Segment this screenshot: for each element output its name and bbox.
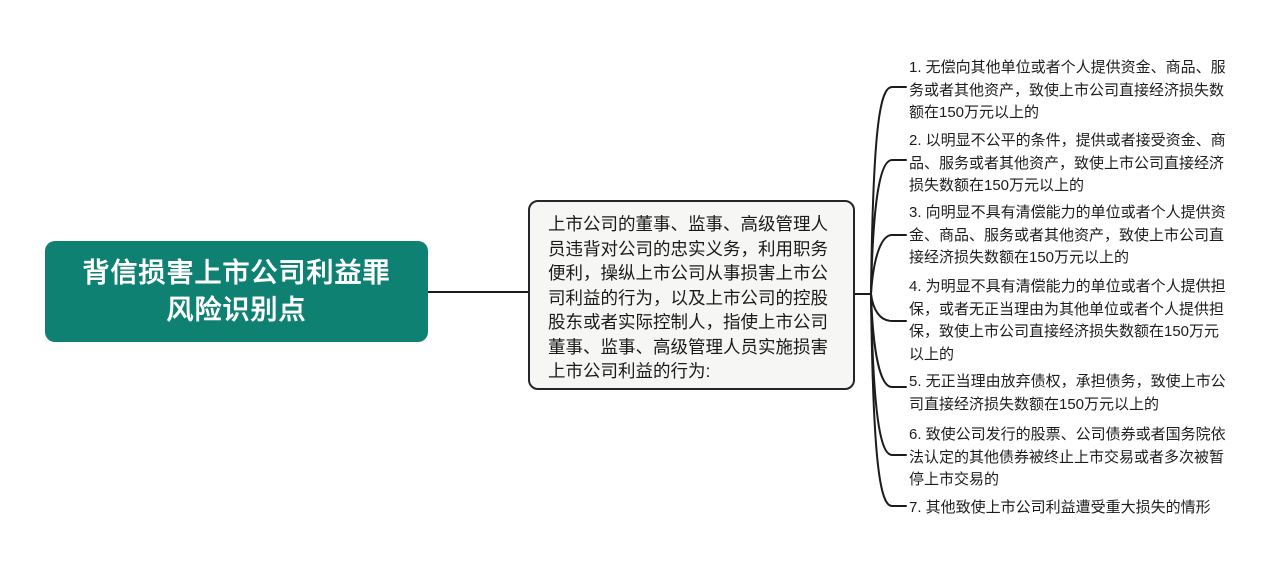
branch-node-6[interactable]: 6. 致使公司发行的股票、公司债券或者国务院依法认定的其他债券被终止上市交易或者… <box>909 426 1226 488</box>
branch-node-1[interactable]: 1. 无偿向其他单位或者个人提供资金、商品、服务或者其他资产，致使上市公司直接经… <box>909 59 1226 121</box>
branch-node-5[interactable]: 5. 无正当理由放弃债权，承担债务，致使上市公司直接经济损失数额在150万元以上… <box>909 373 1226 413</box>
connector-branch-1 <box>870 86 907 295</box>
connector-branch-2 <box>870 159 907 295</box>
branch-node-3[interactable]: 3. 向明显不具有清偿能力的单位或者个人提供资金、商品、服务或者其他资产，致使上… <box>909 204 1226 266</box>
root-topic-label: 背信损害上市公司利益罪 风险识别点 <box>82 257 391 325</box>
definition-text: 上市公司的董事、监事、高级管理人员违背对公司的忠实义务，利用职务便利，操纵上市公… <box>548 214 828 381</box>
connector-branch-4 <box>870 293 907 322</box>
connector-branch-6 <box>870 293 907 456</box>
definition-node[interactable]: 上市公司的董事、监事、高级管理人员违背对公司的忠实义务，利用职务便利，操纵上市公… <box>528 200 855 390</box>
connector-branch-5 <box>870 293 907 388</box>
root-topic-node[interactable]: 背信损害上市公司利益罪 风险识别点 <box>45 241 428 342</box>
branch-node-2[interactable]: 2. 以明显不公平的条件，提供或者接受资金、商品、服务或者其他资产，致使上市公司… <box>909 132 1226 194</box>
branch-node-4[interactable]: 4. 为明显不具有清偿能力的单位或者个人提供担保，或者无正当理由为其他单位或者个… <box>909 278 1226 363</box>
branch-node-7[interactable]: 7. 其他致使上市公司利益遭受重大损失的情形 <box>909 499 1211 516</box>
connector-branch-7 <box>870 293 907 507</box>
connector-branch-3 <box>870 234 907 295</box>
